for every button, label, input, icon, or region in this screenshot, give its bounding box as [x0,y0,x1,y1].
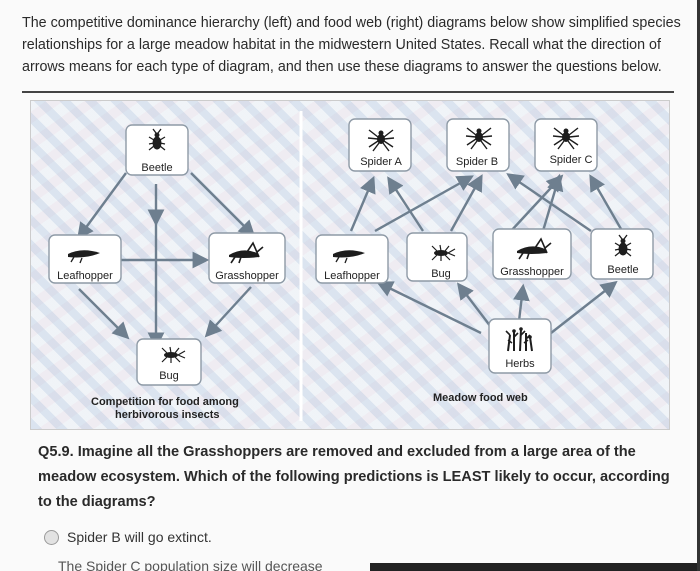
node-spider-c: Spider C [534,118,598,172]
node-beetle-left: Beetle [125,124,189,176]
node-label: Leafhopper [57,270,113,282]
node-beetle-right: Beetle [590,228,654,280]
node-bug-right: Bug [406,232,468,282]
node-bug-left: Bug [136,338,202,386]
node-label: Beetle [141,162,172,174]
option-label: Spider B will go extinct. [67,529,212,545]
node-leafhopper-right: Leafhopper [315,234,389,284]
answer-option[interactable]: Spider B will go extinct. [44,529,212,545]
left-caption-line2: herbivorous insects [115,409,220,421]
diagram-figure: Beetle Leafhopper Grasshopper Bug Compet… [30,100,670,430]
node-label: Bug [159,370,179,382]
node-label: Spider B [456,156,498,168]
node-spider-a: Spider A [348,118,412,172]
radio-button[interactable] [44,529,59,545]
node-label: Herbs [505,358,535,370]
answer-option-partial[interactable]: The Spider C population size will decrea… [58,558,323,571]
node-label: Leafhopper [324,270,380,282]
node-leafhopper-left: Leafhopper [48,234,122,284]
right-edge [697,0,700,571]
competition-arrows [77,172,256,350]
intro-paragraph: The competitive dominance hierarchy (lef… [22,15,681,75]
left-caption-line1: Competition for food among [91,396,239,408]
node-grasshopper-right: Grasshopper [492,228,572,280]
node-label: Spider C [550,154,593,166]
node-label: Spider A [360,156,402,168]
node-grasshopper-left: Grasshopper [208,232,286,284]
divider [22,91,674,93]
node-label: Grasshopper [215,270,279,282]
node-herbs: Herbs [488,318,552,374]
herbs-icon [505,327,533,352]
node-label: Grasshopper [500,266,564,278]
option-label: The Spider C population size will decrea… [58,558,323,571]
node-label: Bug [431,268,451,280]
node-label: Beetle [607,264,638,276]
node-spider-b: Spider B [446,118,510,172]
right-caption: Meadow food web [433,392,528,404]
question-text: Q5.9. Imagine all the Grasshoppers are r… [38,444,670,510]
foodweb-arrows [349,173,623,335]
bottom-edge [370,563,700,571]
